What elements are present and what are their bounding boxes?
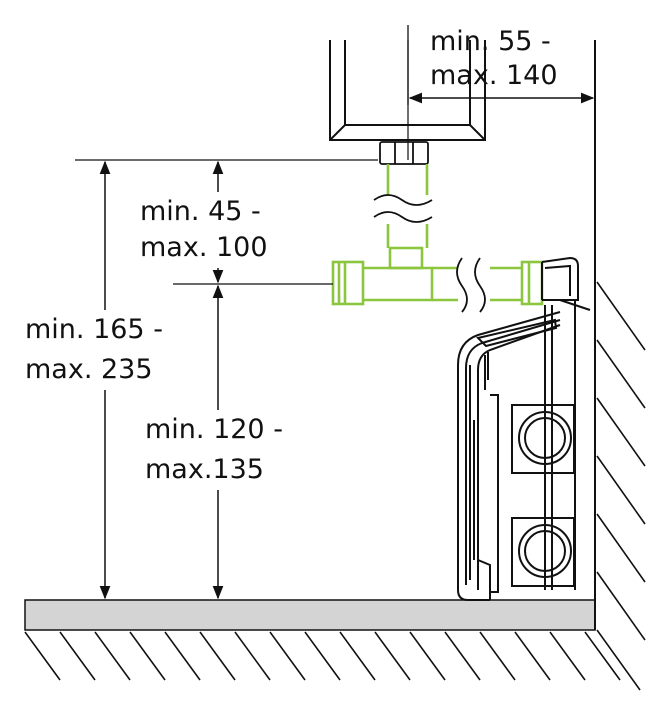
vertical-pipe — [386, 164, 429, 270]
radiator — [457, 256, 591, 601]
label-radiator-height-min: min. 120 - — [145, 410, 283, 450]
label-total-height-min: min. 165 - — [25, 310, 163, 350]
floor-hatching — [24, 631, 621, 681]
floor-slab — [24, 599, 596, 631]
pipe-break-horizontal — [456, 257, 486, 313]
label-total-height-max: max. 235 — [25, 350, 153, 390]
tee-fitting — [331, 260, 434, 306]
label-valve-wall-min: min. 55 - — [430, 26, 551, 57]
wall-hatching — [596, 281, 646, 691]
valve-nut — [379, 141, 429, 165]
label-pipe-height-min: min. 45 - — [140, 192, 261, 232]
reference-lines — [75, 25, 596, 285]
label-pipe-height-max: max. 100 — [140, 228, 268, 268]
label-valve-wall-max: max. 140 — [430, 60, 558, 91]
pipe-break-vertical — [373, 194, 433, 223]
horizontal-pipe — [432, 260, 544, 306]
label-radiator-height-max: max.135 — [145, 450, 264, 490]
